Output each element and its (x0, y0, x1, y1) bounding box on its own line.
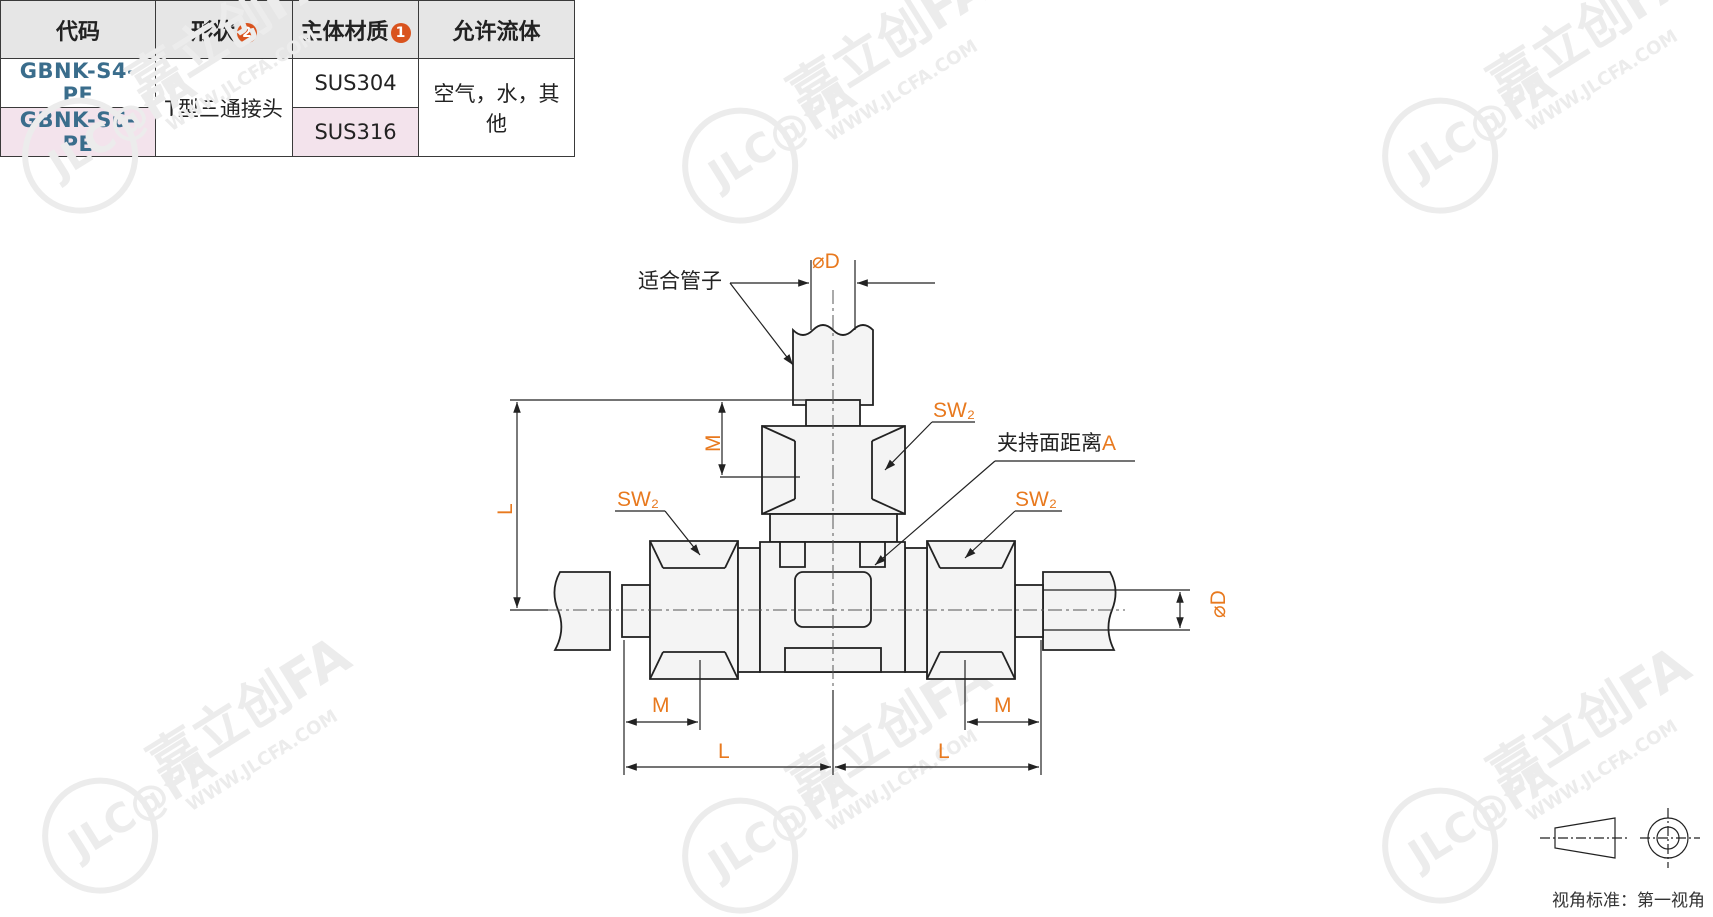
dim-sw2-right: SW₂ (1015, 488, 1057, 511)
header-code: 代码 (0, 0, 156, 59)
badge-2: 2 (237, 22, 257, 43)
center-lines (548, 290, 1125, 690)
projection-symbol (1540, 808, 1700, 868)
view-standard-note: 视角标准：第一视角 (1552, 891, 1705, 911)
header-shape-label: 形状 (190, 19, 235, 45)
dim-l-left: L (494, 503, 517, 515)
dim-phi-d-right: ⌀D (1207, 590, 1230, 618)
dim-phi-d-top: ⌀D (812, 250, 840, 273)
dim-m-bottom-left: M (652, 694, 670, 717)
dimension-labels: 适合管子 ⌀D M L SW₂ 夹持面距离A SW₂ SW₂ ⌀D M M L … (494, 250, 1230, 763)
right-ferrule (1014, 584, 1044, 638)
watermark-logo: JLC@FA 嘉立创FA WWW.JLCFA.COM (42, 625, 361, 894)
table-row: GBNK-S4-PE T型三通接头 SUS304 空气，水，其他 (0, 58, 575, 157)
header-material-label: 主体材质 (300, 19, 389, 45)
dim-sw2-top: SW₂ (933, 399, 975, 422)
dim-l-bottom-right: L (938, 740, 950, 763)
watermark-logo: JLC@FA 嘉立创FA WWW.JLCFA.COM (1382, 635, 1701, 904)
left-tube (553, 571, 611, 651)
badge-1: 1 (390, 22, 411, 43)
left-ferrule (621, 584, 651, 638)
watermark-logo: JLC@FA 嘉立创FA WWW.JLCFA.COM (682, 0, 1001, 224)
material-cell: SUS304 (292, 58, 419, 108)
dim-l-bottom-left: L (718, 740, 730, 763)
watermark-logo: JLC@FA 嘉立创FA WWW.JLCFA.COM (1382, 0, 1701, 214)
label-tube: 适合管子 (638, 270, 722, 293)
material-cell: SUS316 (292, 107, 419, 157)
watermark-logo: JLC@FA 嘉立创FA WWW.JLCFA.COM (682, 645, 1001, 914)
shape-cell: T型三通接头 (155, 58, 293, 157)
dim-m-bottom-right: M (994, 694, 1012, 717)
dim-sw2-left: SW₂ (617, 488, 659, 511)
label-clamp: 夹持面距离A (997, 432, 1116, 455)
right-tube (1042, 571, 1117, 651)
dim-m-top: M (702, 435, 725, 453)
code-cell: GBNK-S4-PE (0, 58, 156, 108)
fluid-cell: 空气，水，其他 (418, 58, 575, 157)
dimension-lines (510, 260, 1190, 775)
watermark-logo: JLC@FA 嘉立创FA WWW.JLCFA.COM (22, 0, 341, 214)
